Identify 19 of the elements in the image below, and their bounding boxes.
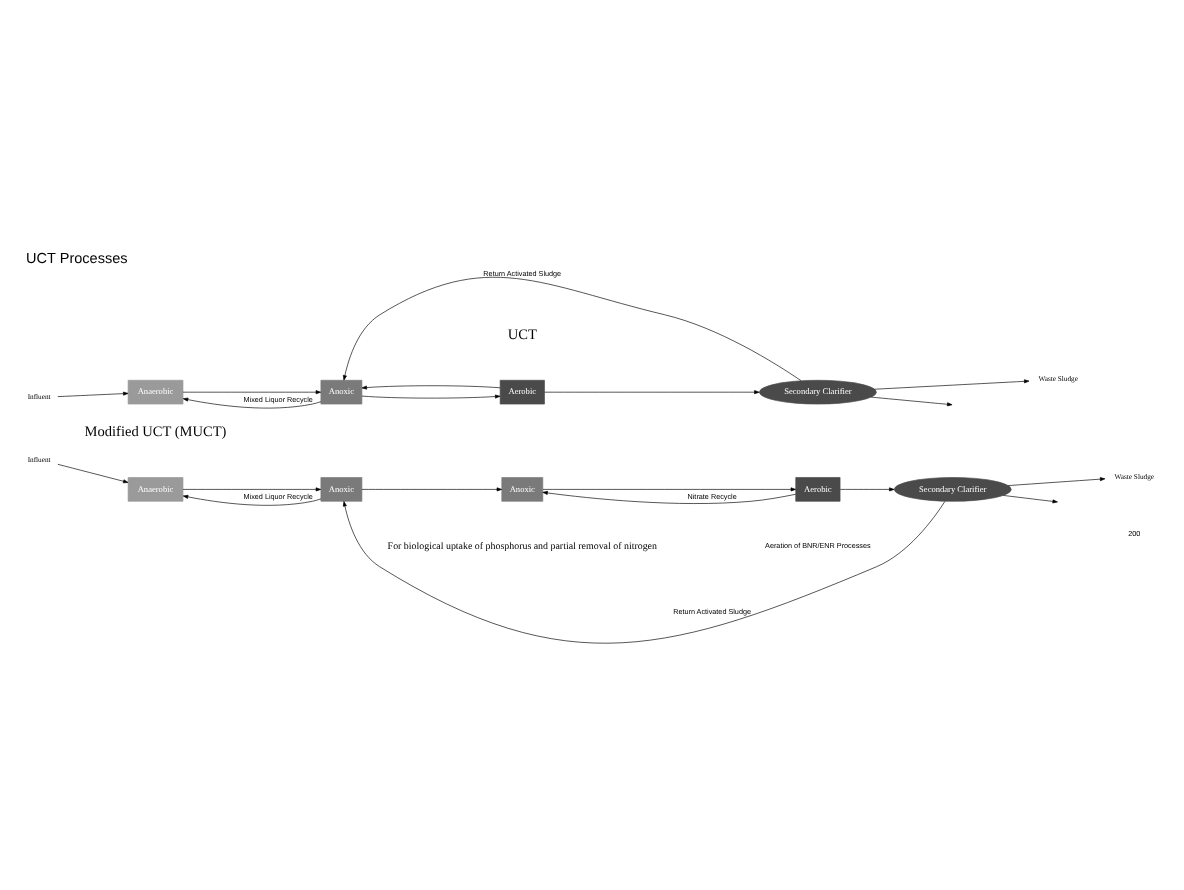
- arrow: [544, 389, 760, 394]
- arrow: [361, 384, 501, 389]
- arrow: [361, 393, 501, 398]
- arrow: [182, 493, 322, 505]
- arrow: [361, 486, 502, 491]
- arrow: [342, 500, 946, 643]
- arrow: [840, 486, 895, 491]
- arrow: [182, 389, 322, 394]
- arrow: [57, 390, 129, 396]
- arrow: [1007, 476, 1106, 485]
- arrow: [182, 486, 322, 491]
- arrow: [870, 395, 953, 406]
- arrow: [874, 378, 1030, 389]
- arrow: [1003, 494, 1058, 503]
- arrow: [342, 275, 802, 381]
- arrow: [542, 490, 796, 503]
- arrow: [182, 396, 322, 408]
- arrow: [542, 486, 796, 491]
- arrow: [57, 462, 129, 483]
